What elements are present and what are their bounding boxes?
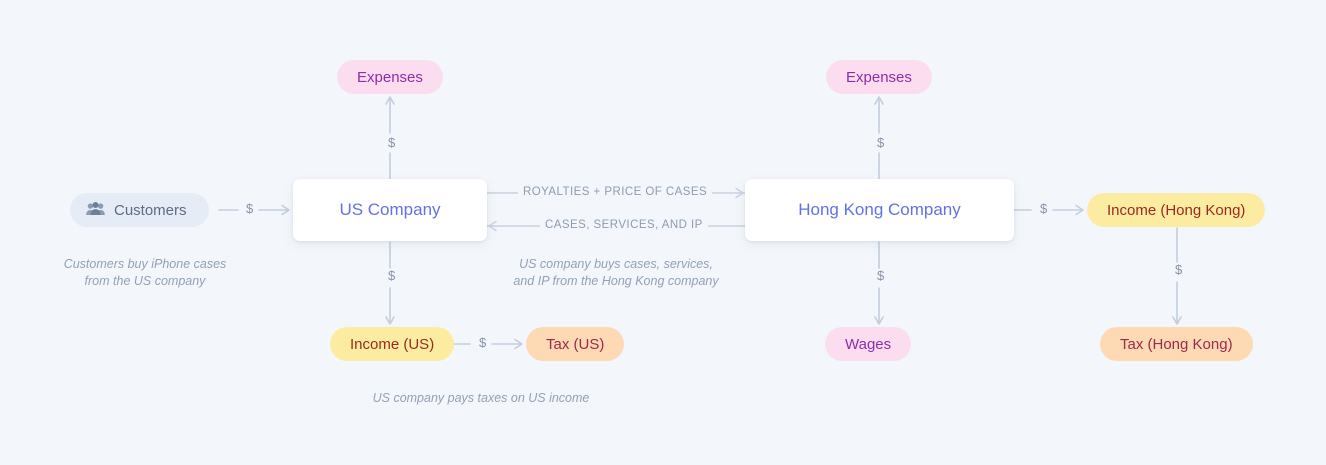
edge-label-us-company-to-hk-company: ROYALTIES + PRICE OF CASES xyxy=(518,186,713,199)
node-label-us-company: US Company xyxy=(339,200,441,219)
edge-us-company-to-hk-company: ROYALTIES + PRICE OF CASES xyxy=(486,185,746,201)
edge-customers-to-us-company: $ xyxy=(218,202,293,218)
node-label-expenses-us: Expenses xyxy=(357,68,423,86)
edge-label-hk-company-to-income-hk: $ xyxy=(1035,202,1053,215)
edge-us-company-to-income-us: $ xyxy=(383,241,401,326)
edge-label-hk-company-to-expenses: $ xyxy=(872,136,890,149)
caption-middle: US company buys cases, services, and IP … xyxy=(513,257,719,288)
node-label-expenses-hk: Expenses xyxy=(846,68,912,86)
edge-label-hk-company-to-us-company: CASES, SERVICES, AND IP xyxy=(540,219,708,232)
node-expenses-hk[interactable]: Expenses xyxy=(826,60,932,94)
node-label-customers: Customers xyxy=(114,201,187,219)
node-label-income-us: Income (US) xyxy=(350,335,435,353)
node-expenses-us[interactable]: Expenses xyxy=(337,60,443,94)
edge-label-income-us-to-tax-us: $ xyxy=(474,336,492,349)
edge-label-us-company-to-expenses: $ xyxy=(383,136,401,149)
caption-customers: Customers buy iPhone cases from the US c… xyxy=(63,257,227,288)
edge-hk-company-to-expenses: $ xyxy=(872,95,890,180)
node-label-hong-kong-company: Hong Kong Company xyxy=(798,200,961,219)
edge-us-company-to-expenses: $ xyxy=(383,95,401,180)
node-tax-us[interactable]: Tax (US) xyxy=(526,327,625,361)
edge-hk-company-to-income-hk: $ xyxy=(1012,202,1087,218)
people-icon xyxy=(86,201,105,219)
node-label-tax-hong-kong: Tax (Hong Kong) xyxy=(1120,335,1233,353)
node-label-tax-us: Tax (US) xyxy=(546,335,605,353)
edge-label-income-hk-to-tax-hk: $ xyxy=(1170,263,1188,276)
edge-income-hk-to-tax-hk: $ xyxy=(1170,227,1188,326)
node-label-wages: Wages xyxy=(845,335,892,353)
edge-label-hk-company-to-wages: $ xyxy=(872,269,890,282)
node-customers[interactable]: Customers xyxy=(70,193,209,227)
node-us-company[interactable]: US Company xyxy=(293,179,487,241)
edge-hk-company-to-wages: $ xyxy=(872,241,890,326)
node-hong-kong-company[interactable]: Hong Kong Company xyxy=(745,179,1014,241)
node-income-us[interactable]: Income (US) xyxy=(330,327,455,361)
edge-hk-company-to-us-company: CASES, SERVICES, AND IP xyxy=(486,218,746,234)
edge-income-us-to-tax-us: $ xyxy=(451,336,526,352)
node-tax-hong-kong[interactable]: Tax (Hong Kong) xyxy=(1100,327,1253,361)
edge-label-us-company-to-income-us: $ xyxy=(383,269,401,282)
caption-bottom: US company pays taxes on US income xyxy=(372,391,590,405)
edge-label-customers-to-us-company: $ xyxy=(241,202,259,215)
node-income-hong-kong[interactable]: Income (Hong Kong) xyxy=(1087,193,1266,227)
node-wages[interactable]: Wages xyxy=(825,327,912,361)
node-label-income-hong-kong: Income (Hong Kong) xyxy=(1107,201,1246,219)
